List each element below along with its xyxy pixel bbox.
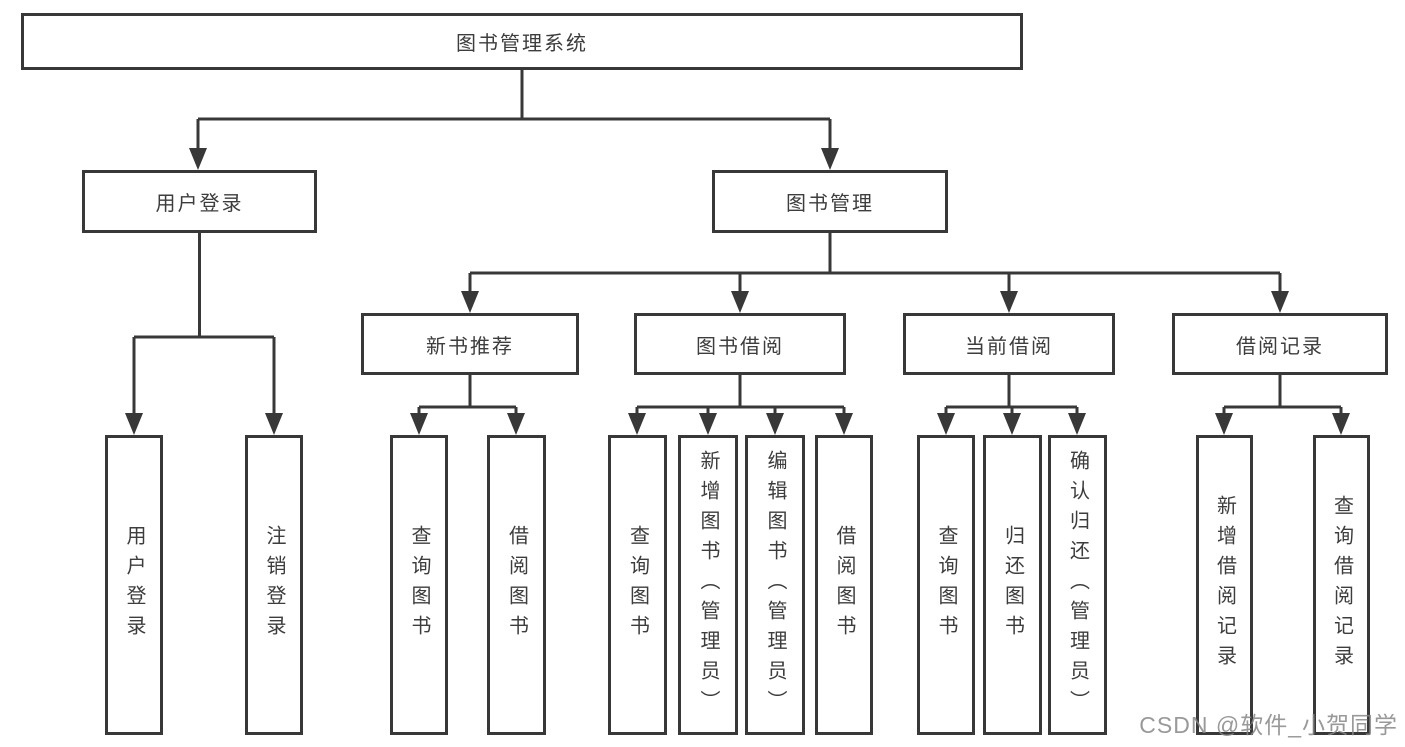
node-book-borrowing: 图书借阅 (634, 313, 846, 375)
connector-currentborrow-to-leaves (937, 375, 1086, 435)
leaf-query-books-3: 查询图书 (917, 435, 975, 735)
leaf-add-borrow-record: 新增借阅记录 (1196, 435, 1253, 735)
leaf-logout: 注销登录 (245, 435, 303, 735)
leaf-add-books-admin: 新增图书（管理员） (678, 435, 738, 735)
connector-userlogin-to-leaves (125, 233, 283, 435)
connector-root-to-level2 (189, 70, 839, 170)
leaf-confirm-return-admin: 确认归还（管理员） (1048, 435, 1107, 735)
leaf-user-login: 用户登录 (105, 435, 163, 735)
leaf-query-books-2: 查询图书 (608, 435, 667, 735)
leaf-edit-books-admin: 编辑图书（管理员） (745, 435, 805, 735)
node-current-borrowing: 当前借阅 (903, 313, 1115, 375)
connector-bookborrow-to-leaves (628, 375, 853, 435)
leaf-return-books: 归还图书 (983, 435, 1042, 735)
node-root-library-system: 图书管理系统 (21, 13, 1023, 70)
node-book-management-branch: 图书管理 (712, 170, 948, 233)
node-new-book-recommend: 新书推荐 (361, 313, 579, 375)
node-user-login-branch: 用户登录 (82, 170, 317, 233)
csdn-watermark: CSDN @软件_小贺同学 (1139, 712, 1398, 738)
connector-newbook-to-leaves (410, 375, 525, 435)
leaf-borrow-books-2: 借阅图书 (815, 435, 873, 735)
connector-borrowrecord-to-leaves (1215, 375, 1350, 435)
leaf-query-books-1: 查询图书 (390, 435, 448, 735)
leaf-query-borrow-record: 查询借阅记录 (1313, 435, 1370, 735)
leaf-borrow-books-1: 借阅图书 (487, 435, 546, 735)
connector-bookmgmt-to-level3 (461, 233, 1289, 313)
node-borrowing-records: 借阅记录 (1172, 313, 1388, 375)
